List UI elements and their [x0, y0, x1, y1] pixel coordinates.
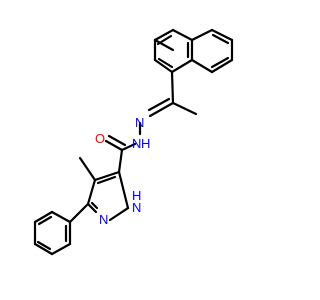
pyrazole-hydrogen-label: H [132, 188, 141, 203]
imine-nitrogen-label: N [135, 115, 144, 130]
aryl-bond [170, 70, 175, 105]
ring-link-bond [117, 148, 124, 174]
methyl-bond [171, 101, 198, 116]
naphthalene-ring [153, 28, 234, 74]
pyrazole-ring [78, 156, 130, 222]
phenyl-ring [33, 202, 90, 256]
carbonyl-double-bond [104, 134, 127, 152]
carbonyl-oxygen-label: O [95, 131, 105, 146]
amide-hydrogen-label: H [141, 136, 150, 151]
structure-drawing: O N N H N H N [33, 28, 234, 256]
amide-nitrogen-label: N [132, 136, 141, 151]
imine-double-bond [147, 97, 175, 118]
molecule-diagram: O N N H N H N [33, 28, 234, 256]
amide-bond [120, 142, 137, 152]
pyrazole-nitrogen-label: N [132, 200, 141, 215]
pyrazole-n2-label: N [99, 212, 108, 227]
